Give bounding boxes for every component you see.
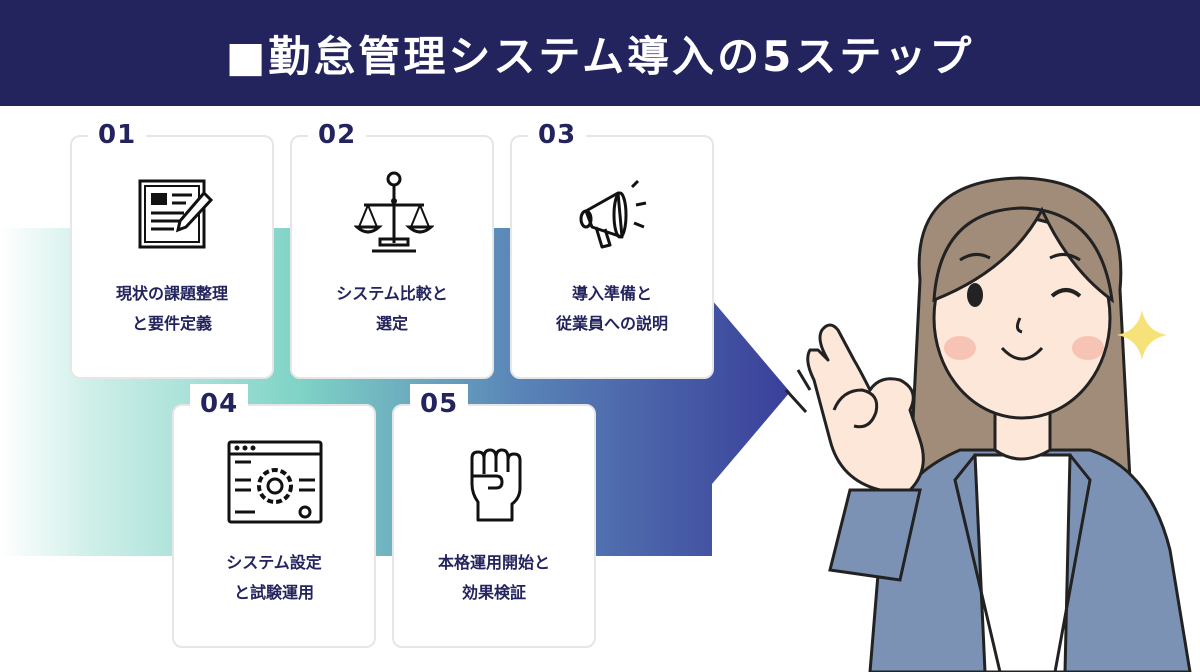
- step-card-01: 01 現状の課題整理 と要件定義: [70, 115, 274, 379]
- step-number: 03: [528, 115, 587, 155]
- sparkle-icon: [1117, 310, 1167, 360]
- step-number: 05: [410, 384, 469, 424]
- step-card-04: 04 システム設定 と試験運用: [172, 384, 376, 648]
- step-label: 現状の課題整理 と要件定義: [115, 284, 228, 333]
- header-banner: ■勤怠管理システム導入の5ステップ: [0, 0, 1200, 106]
- step-card-05: 05 本格運用開始と 効果検証: [392, 384, 596, 648]
- megaphone-icon: [579, 179, 647, 249]
- step-number: 01: [88, 115, 147, 155]
- step-label: 導入準備と 従業員への説明: [555, 284, 668, 333]
- balance-scale-icon: [354, 171, 434, 253]
- step-label: システム比較と 選定: [336, 284, 448, 333]
- document-pen-icon: [138, 179, 214, 249]
- fist-icon: [470, 448, 522, 522]
- step-label: システム設定 と試験運用: [226, 553, 322, 602]
- step-label: 本格運用開始と 効果検証: [437, 553, 550, 602]
- settings-window-icon: [227, 440, 323, 524]
- step-card-02: 02 システム比較と 選定: [290, 115, 494, 379]
- step-number: 04: [190, 384, 249, 424]
- page-title: ■勤怠管理システム導入の5ステップ: [225, 31, 975, 81]
- step-number: 02: [308, 115, 367, 155]
- woman-ok-gesture-illustration: [784, 176, 1192, 672]
- step-card-03: 03 導入準備と 従業員への説明: [510, 115, 714, 379]
